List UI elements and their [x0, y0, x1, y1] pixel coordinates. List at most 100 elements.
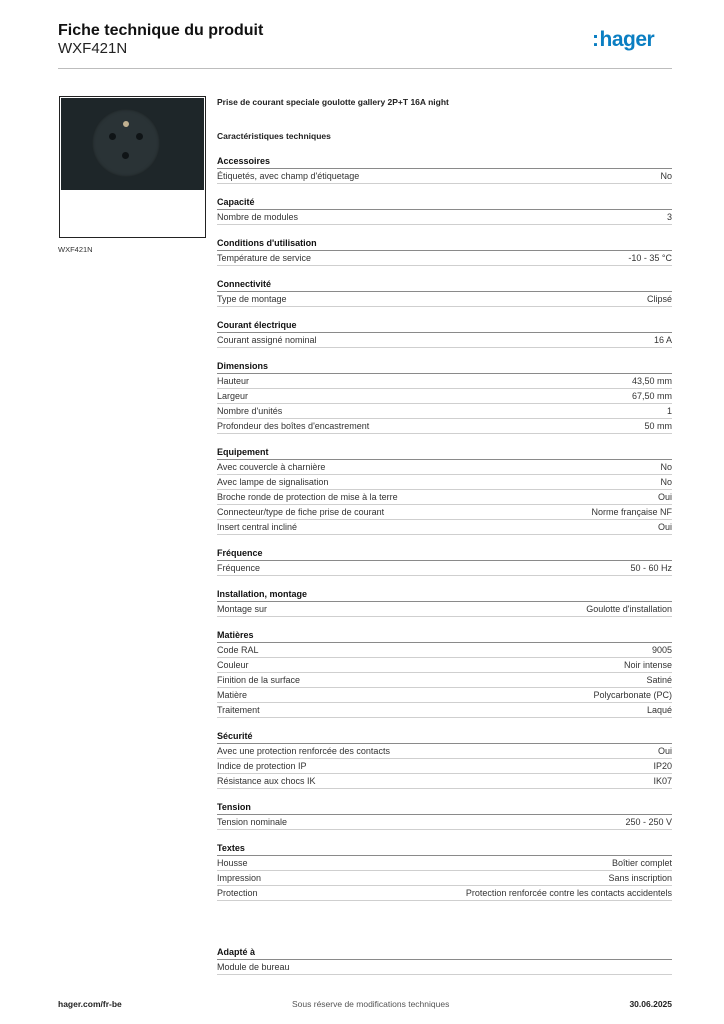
spec-row: Broche ronde de protection de mise à la … — [217, 490, 672, 505]
logo-colon-icon: : — [592, 28, 599, 51]
spec-section-title: Caractéristiques techniques — [217, 131, 331, 141]
spec-row: Indice de protection IP IP20 — [217, 759, 672, 774]
logo-text: hager — [599, 28, 655, 51]
footer-date: 30.06.2025 — [629, 999, 672, 1009]
spec-value: Noir intense — [623, 660, 672, 670]
spec-row: Fréquence 50 - 60 Hz — [217, 561, 672, 576]
hager-logo: :hager — [592, 28, 655, 52]
spec-value: Clipsé — [646, 294, 672, 304]
spec-value: -10 - 35 °C — [628, 253, 672, 263]
spec-value: Oui — [657, 522, 672, 532]
spec-row: Connecteur/type de fiche prise de couran… — [217, 505, 672, 520]
group-title: Equipement — [217, 445, 672, 460]
spec-value: Polycarbonate (PC) — [593, 690, 672, 700]
socket-hole-bottom — [122, 152, 129, 159]
group-title: Dimensions — [217, 359, 672, 374]
spec-label: Finition de la surface — [217, 675, 301, 685]
spec-value: IP20 — [653, 761, 672, 771]
socket-hole-right — [136, 133, 143, 140]
spec-row: Courant assigné nominal 16 A — [217, 333, 672, 348]
spec-value: 1 — [666, 406, 672, 416]
spec-value: Boîtier complet — [611, 858, 672, 868]
spec-label: Résistance aux chocs IK — [217, 776, 316, 786]
spec-label: Indice de protection IP — [217, 761, 307, 771]
spec-value: 16 A — [653, 335, 672, 345]
spec-value: Norme française NF — [591, 507, 672, 517]
spec-label: Code RAL — [217, 645, 259, 655]
socket-plate — [61, 98, 204, 190]
spec-row: Protection Protection renforcée contre le… — [217, 886, 672, 901]
spec-value: 250 - 250 V — [625, 817, 672, 827]
spec-row: Montage sur Goulotte d'installation — [217, 602, 672, 617]
group-title: Tension — [217, 800, 672, 815]
spec-value: 50 - 60 Hz — [630, 563, 672, 573]
adapte-group: Adapté à Module de bureau — [217, 945, 672, 975]
document-title: Fiche technique du produit — [58, 22, 264, 39]
spec-label: Protection — [217, 888, 258, 898]
spec-label: Matière — [217, 690, 248, 700]
spec-label: Profondeur des boîtes d'encastrement — [217, 421, 370, 431]
spec-value: Laqué — [646, 705, 672, 715]
spec-label: Type de montage — [217, 294, 287, 304]
spec-value: 3 — [666, 212, 672, 222]
spec-value: No — [660, 477, 672, 487]
product-reference: WXF421N — [58, 40, 128, 57]
spec-value: Oui — [657, 492, 672, 502]
spec-label: Étiquetés, avec champ d'étiquetage — [217, 171, 360, 181]
spec-label: Fréquence — [217, 563, 261, 573]
spec-label: Broche ronde de protection de mise à la … — [217, 492, 398, 502]
spec-label: Courant assigné nominal — [217, 335, 317, 345]
spec-value: Goulotte d'installation — [586, 604, 672, 614]
spec-value: No — [660, 462, 672, 472]
spec-value: 9005 — [651, 645, 672, 655]
product-image — [59, 96, 206, 238]
spec-value: IK07 — [653, 776, 672, 786]
product-name: Prise de courant speciale goulotte galle… — [217, 97, 449, 107]
spec-label: Température de service — [217, 253, 312, 263]
group-title: Textes — [217, 841, 672, 856]
spec-row: Traitement Laqué — [217, 703, 672, 718]
spec-value: No — [660, 171, 672, 181]
footer-website: hager.com/fr-be — [58, 999, 122, 1009]
spec-row: Température de service -10 - 35 °C — [217, 251, 672, 266]
footer-disclaimer: Sous réserve de modifications techniques — [292, 999, 450, 1009]
spec-label: Largeur — [217, 391, 249, 401]
spec-value: Sans inscription — [608, 873, 672, 883]
group-title: Connectivité — [217, 277, 672, 292]
spec-label: Traitement — [217, 705, 260, 715]
spec-value: 67,50 mm — [631, 391, 672, 401]
group-title: Sécurité — [217, 729, 672, 744]
image-caption: WXF421N — [58, 245, 93, 254]
group-title: Capacité — [217, 195, 672, 210]
spec-value: 43,50 mm — [631, 376, 672, 386]
spec-value: Protection renforcée contre les contacts… — [465, 888, 672, 898]
spec-label: Montage sur — [217, 604, 268, 614]
group-title: Conditions d'utilisation — [217, 236, 672, 251]
spec-label: Hauteur — [217, 376, 250, 386]
spec-label: Nombre d'unités — [217, 406, 283, 416]
group-title: Installation, montage — [217, 587, 672, 602]
group-title: Adapté à — [217, 945, 672, 960]
spec-label: Avec couvercle à charnière — [217, 462, 326, 472]
spec-row: Type de montage Clipsé — [217, 292, 672, 307]
group-title: Matières — [217, 628, 672, 643]
